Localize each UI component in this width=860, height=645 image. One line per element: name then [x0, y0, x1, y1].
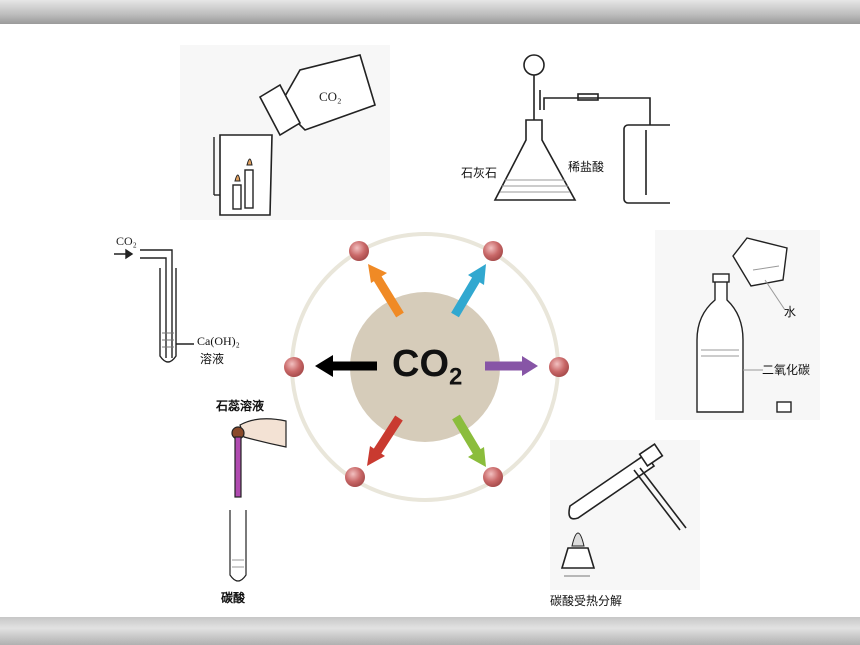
litmus-solution-label: 石蕊溶液	[216, 399, 265, 413]
carbonic-acid-decompose-label: 碳酸受热分解	[550, 594, 623, 608]
water-label: 水	[784, 305, 797, 319]
carbonic-acid-label: 碳酸	[221, 591, 246, 605]
bottom-decorative-bar	[0, 617, 860, 645]
co2-formula: CO2	[392, 343, 463, 391]
node-bottom-right	[483, 467, 503, 487]
arrow-right-purple	[485, 356, 538, 376]
node-bottom-left	[345, 467, 365, 487]
limestone-label: 石灰石	[461, 166, 498, 180]
arrow-up-right-blue	[451, 264, 486, 318]
arrow-up-left-orange	[368, 264, 404, 318]
arrow-left-black	[315, 355, 377, 377]
arrow-down-right-green	[452, 414, 486, 467]
node-left	[284, 357, 304, 377]
heating-carbonic-acid-illustration	[550, 440, 700, 590]
pour-co2-candles-illustration: CO₂	[180, 45, 390, 220]
pour-co2-bottle-label: CO₂	[319, 89, 342, 104]
arrow-down-left-red	[367, 415, 403, 466]
top-decorative-bar	[0, 0, 860, 24]
limewater-label: Ca(OH)₂	[197, 334, 240, 348]
co2-limewater-illustration: CO₂	[114, 234, 194, 363]
co2-arrow-label: CO₂	[116, 234, 137, 248]
limewater-solution-label: 溶液	[200, 352, 225, 366]
water-into-co2-bottle-illustration	[655, 230, 820, 420]
dilute-hcl-label: 稀盐酸	[568, 160, 605, 174]
hub-circle	[350, 292, 500, 442]
node-top-left	[349, 241, 369, 261]
node-right	[549, 357, 569, 377]
litmus-test-tube-illustration	[229, 418, 287, 582]
carbon-dioxide-label: 二氧化碳	[762, 363, 811, 377]
node-top-right	[483, 241, 503, 261]
co2-preparation-apparatus-illustration	[493, 54, 670, 204]
